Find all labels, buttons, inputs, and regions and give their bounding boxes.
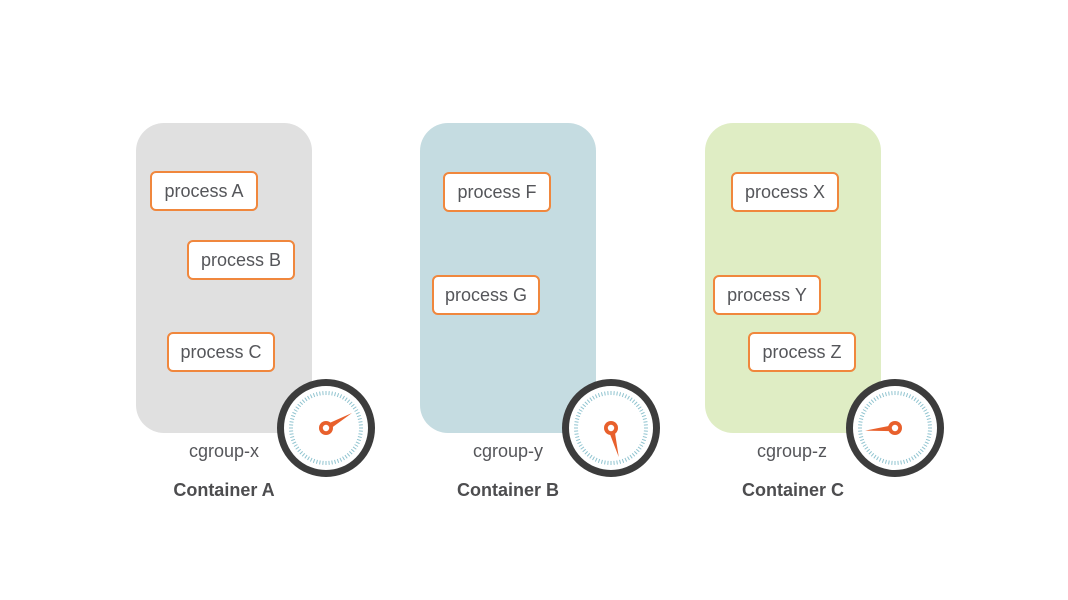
gauge-needle <box>865 424 896 432</box>
gauge-ticks <box>574 391 648 465</box>
gauge-ticks <box>858 391 932 465</box>
process-b: process B <box>187 240 295 280</box>
process-x: process X <box>731 172 839 212</box>
gauge-icon <box>561 378 661 478</box>
gauge-icon <box>276 378 376 478</box>
process-a: process A <box>150 171 258 211</box>
gauge-ticks <box>289 391 363 465</box>
cgroup-x-label: cgroup-x <box>188 441 260 461</box>
process-z: process Z <box>748 332 856 372</box>
process-c: process C <box>167 332 275 372</box>
gauge-icon <box>845 378 945 478</box>
container-a-label: Container A <box>173 480 275 500</box>
cgroup-z-label: cgroup-z <box>756 441 828 461</box>
process-g: process G <box>432 275 540 315</box>
container-c-label: Container C <box>741 480 844 500</box>
container-b-label: Container B <box>456 480 559 500</box>
cgroup-y-label: cgroup-y <box>472 441 544 461</box>
process-f: process F <box>443 172 551 212</box>
process-y: process Y <box>713 275 821 315</box>
